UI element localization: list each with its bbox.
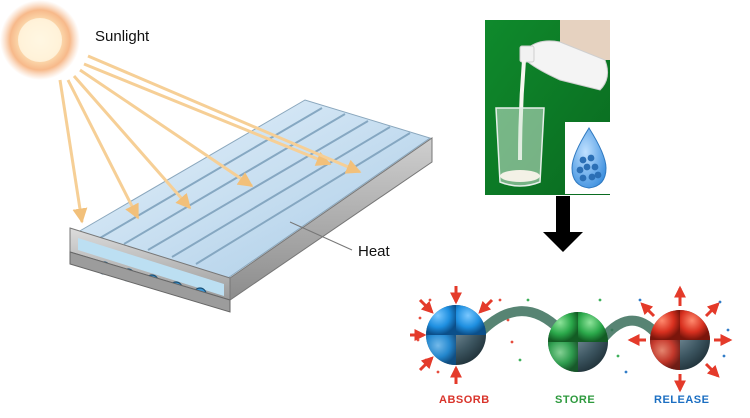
sun-icon xyxy=(0,0,80,80)
heat-label: Heat xyxy=(358,243,390,260)
absorb-sphere xyxy=(410,286,494,384)
down-arrow-icon xyxy=(543,196,583,252)
ray xyxy=(83,62,332,166)
collector-right-side xyxy=(229,137,433,301)
ray xyxy=(79,68,254,188)
ray xyxy=(72,75,192,210)
release-sphere xyxy=(627,285,733,393)
beaker-icon xyxy=(495,107,545,187)
milk-bottle-icon xyxy=(519,20,610,91)
stage-label-absorb: ABSORB xyxy=(439,394,490,406)
connector-ribbon xyxy=(474,306,564,339)
collector-cutaway xyxy=(78,238,224,296)
pcm-stage-strip xyxy=(410,285,733,393)
sunlight-rays xyxy=(58,54,362,224)
solar-collector xyxy=(69,99,433,313)
sunlight-label: Sunlight xyxy=(95,28,150,45)
collector-base xyxy=(69,251,231,313)
ray xyxy=(66,79,140,220)
stage-label-store: STORE xyxy=(555,394,596,406)
water-drop-icon xyxy=(571,127,607,189)
store-sphere xyxy=(548,312,608,372)
ray xyxy=(58,79,88,224)
stage-label-release: RELEASE xyxy=(654,394,710,406)
ray xyxy=(87,54,362,174)
heat-pointer xyxy=(289,221,353,251)
pcm-photo xyxy=(485,20,613,195)
